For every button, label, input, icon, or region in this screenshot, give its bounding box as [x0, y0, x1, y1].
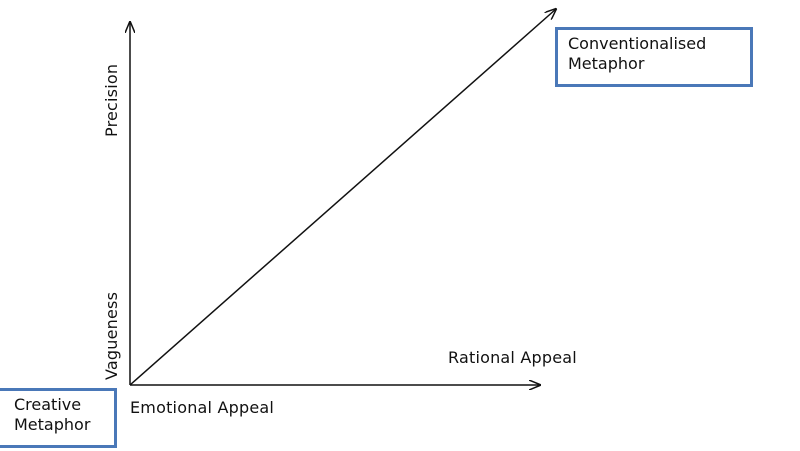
y-axis-bottom-label: Vagueness: [102, 291, 121, 380]
diagonal-arrow: [129, 9, 556, 386]
box-bottom-left-line2: Metaphor: [14, 415, 91, 434]
x-axis-left-label: Emotional Appeal: [130, 398, 275, 417]
creative-metaphor-box: Creative Metaphor: [0, 388, 117, 448]
box-bottom-left-line1: Creative: [14, 395, 82, 414]
box-top-right-line2: Metaphor: [568, 54, 645, 73]
box-top-right-line1: Conventionalised: [568, 34, 707, 53]
conventionalised-metaphor-box: Conventionalised Metaphor: [555, 27, 753, 87]
x-axis-right-label: Rational Appeal: [448, 348, 577, 367]
y-axis-top-label: Precision: [102, 63, 121, 137]
